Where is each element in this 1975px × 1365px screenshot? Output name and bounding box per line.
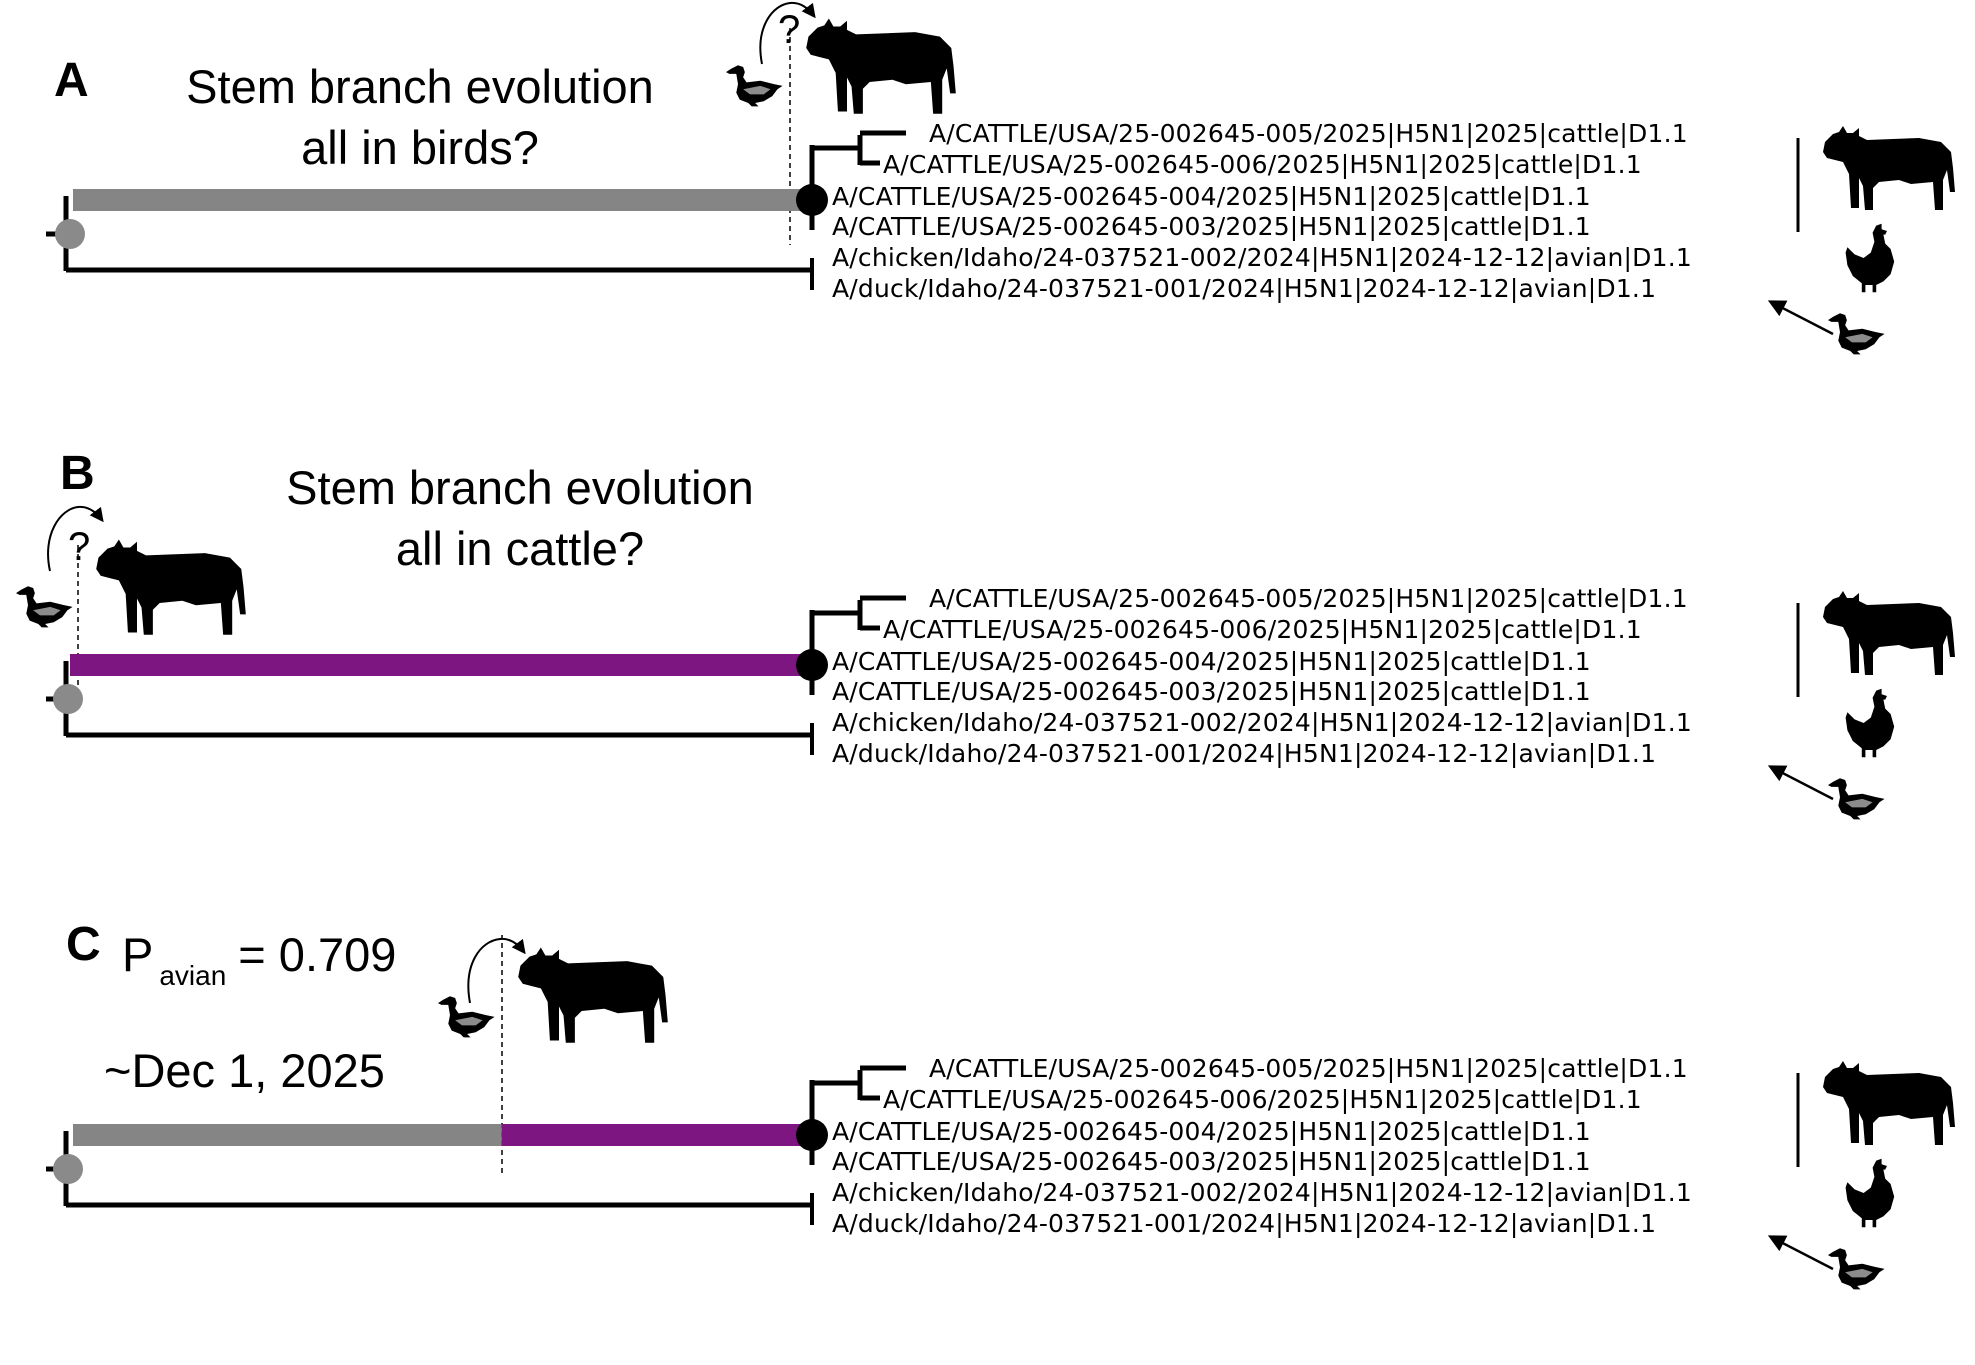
root-dot <box>53 1154 83 1184</box>
duck-icon <box>438 996 495 1038</box>
caption: Stem branch evolution all in cattle? <box>250 457 790 579</box>
tip-label: A/CATTLE/USA/25-002645-004/2025|H5N1|202… <box>832 1117 1591 1146</box>
duck-icon <box>16 586 73 628</box>
node-dot <box>796 649 828 681</box>
duck-pointer <box>1767 1235 1834 1271</box>
jump-marker: ? <box>68 525 91 569</box>
tip-label: A/CATTLE/USA/25-002645-005/2025|H5N1|202… <box>929 1054 1688 1083</box>
tip-label: A/CATTLE/USA/25-002645-004/2025|H5N1|202… <box>832 647 1591 676</box>
tip-label: A/CATTLE/USA/25-002645-003/2025|H5N1|202… <box>832 1147 1591 1176</box>
caption-line: all in cattle? <box>395 522 645 575</box>
panel-label: A <box>54 54 89 107</box>
date-estimate: ~Dec 1, 2025 <box>104 1044 385 1097</box>
tip-label: A/chicken/Idaho/24-037521-002/2024|H5N1|… <box>832 1178 1692 1207</box>
duck-icon <box>1828 1248 1885 1290</box>
cow-icon <box>1823 591 1955 675</box>
caption-line: Stem branch evolution <box>286 461 754 514</box>
figure: A Stem branch evolution all in birds? ? … <box>0 0 1975 1290</box>
panel-label: C <box>66 918 101 971</box>
tip-label: A/duck/Idaho/24-037521-001/2024|H5N1|202… <box>832 739 1657 768</box>
cow-icon <box>1823 1061 1955 1145</box>
tree-c <box>46 935 1955 1290</box>
tip-label: A/CATTLE/USA/25-002645-003/2025|H5N1|202… <box>832 677 1591 706</box>
tip-label: A/chicken/Idaho/24-037521-002/2024|H5N1|… <box>832 243 1692 272</box>
duck-icon <box>1828 778 1885 820</box>
duck-icon <box>726 65 783 107</box>
jump-marker: ? <box>778 8 801 52</box>
tip-label: A/CATTLE/USA/25-002645-005/2025|H5N1|202… <box>929 119 1688 148</box>
panel-label: B <box>60 447 95 500</box>
cow-icon <box>1823 126 1955 210</box>
prob-value: = 0.709 <box>238 928 397 981</box>
cow-icon <box>806 18 956 114</box>
prob-symbol: P <box>122 928 154 981</box>
root-dot <box>55 219 85 249</box>
tip-label: A/chicken/Idaho/24-037521-002/2024|H5N1|… <box>832 708 1692 737</box>
jump-arrow <box>759 1 816 65</box>
tip-label: A/duck/Idaho/24-037521-001/2024|H5N1|202… <box>832 274 1657 303</box>
tip-label: A/duck/Idaho/24-037521-001/2024|H5N1|202… <box>832 1209 1657 1238</box>
chicken-icon <box>1845 223 1895 293</box>
panel-b: B Stem branch evolution all in cattle? ?… <box>0 450 1975 895</box>
jump-arrow <box>47 505 104 572</box>
tip-label: A/CATTLE/USA/25-002645-004/2025|H5N1|202… <box>832 182 1591 211</box>
tip-label: A/CATTLE/USA/25-002645-006/2025|H5N1|202… <box>883 615 1642 644</box>
node-dot <box>796 184 828 216</box>
panel-a: A Stem branch evolution all in birds? ? … <box>0 0 1975 430</box>
tip-label: A/CATTLE/USA/25-002645-006/2025|H5N1|202… <box>883 1085 1642 1114</box>
root-dot <box>53 684 83 714</box>
caption: Stem branch evolution all in birds? <box>150 56 690 178</box>
chicken-icon <box>1845 1158 1895 1228</box>
tree-a <box>46 1 1955 355</box>
caption-line: all in birds? <box>301 121 539 174</box>
cow-icon <box>96 539 246 635</box>
tree-b <box>16 505 1955 820</box>
prob-subscript: avian <box>159 960 227 991</box>
duck-pointer <box>1767 765 1834 801</box>
tip-label: A/CATTLE/USA/25-002645-005/2025|H5N1|202… <box>929 584 1688 613</box>
duck-icon <box>1828 313 1885 355</box>
cow-icon <box>518 947 668 1043</box>
caption-line: Stem branch evolution <box>186 60 654 113</box>
tip-label: A/CATTLE/USA/25-002645-006/2025|H5N1|202… <box>883 150 1642 179</box>
duck-pointer <box>1767 300 1834 336</box>
node-dot <box>796 1119 828 1151</box>
chicken-icon <box>1845 688 1895 758</box>
jump-arrow <box>467 937 526 1004</box>
tip-label: A/CATTLE/USA/25-002645-003/2025|H5N1|202… <box>832 212 1591 241</box>
